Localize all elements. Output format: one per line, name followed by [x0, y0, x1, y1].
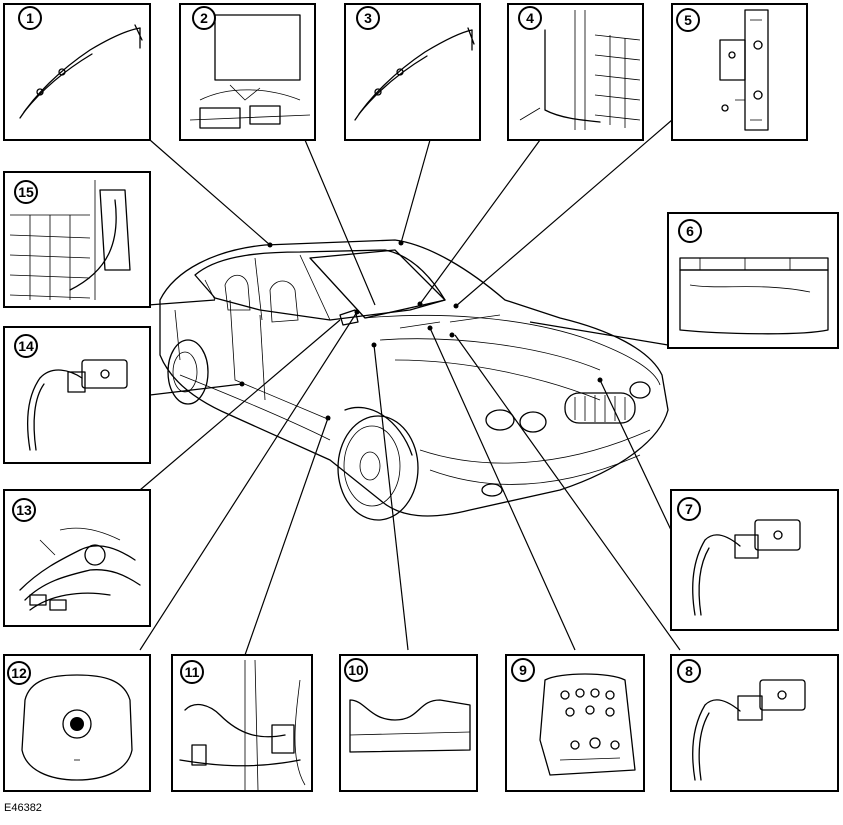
- panel-13: 13: [3, 489, 151, 627]
- panel-9: 9: [505, 654, 645, 792]
- panel-8: 8: [670, 654, 839, 792]
- leader-lines: [139, 119, 681, 656]
- panel-10: 10: [339, 654, 478, 792]
- callout-label-13: 13: [16, 502, 32, 518]
- callout-label-11: 11: [185, 664, 200, 680]
- leader-14: [149, 383, 243, 396]
- leader-3: [400, 139, 431, 244]
- leader-6: [529, 321, 669, 346]
- callout-label-9: 9: [519, 662, 527, 678]
- leader-8: [454, 334, 681, 651]
- callout-label-15: 15: [18, 184, 34, 200]
- panel-7: 7: [670, 489, 839, 631]
- panel-5: 5: [671, 3, 808, 141]
- car-illustration: [159, 239, 669, 521]
- leader-10: [373, 344, 409, 651]
- panel-1: 1: [3, 3, 151, 141]
- callout-label-1: 1: [26, 10, 34, 26]
- leader-9: [429, 327, 576, 651]
- panel-12: 12: [3, 654, 151, 792]
- callout-label-12: 12: [11, 665, 27, 681]
- panel-11: 11: [171, 654, 313, 792]
- panel-14: 14: [3, 326, 151, 464]
- panel-3: 3: [344, 3, 481, 141]
- panel-4: 4: [507, 3, 644, 141]
- callout-label-10: 10: [348, 662, 364, 678]
- callout-label-14: 14: [18, 338, 34, 354]
- figure-reference-code: E46382: [4, 802, 42, 814]
- panel-15: 15: [3, 171, 151, 308]
- callout-label-7: 7: [685, 501, 693, 517]
- leader-13: [139, 319, 341, 491]
- callout-label-8: 8: [685, 663, 693, 679]
- callout-label-2: 2: [200, 10, 208, 26]
- leader-5: [455, 119, 673, 307]
- leader-12: [139, 311, 358, 651]
- panel-6: 6: [667, 212, 839, 349]
- callout-label-3: 3: [364, 10, 372, 26]
- leader-15: [147, 299, 216, 306]
- panel-2: 2: [179, 3, 316, 141]
- leader-11: [244, 417, 329, 656]
- callout-label-6: 6: [686, 223, 694, 239]
- callout-label-5: 5: [684, 12, 692, 28]
- callout-label-4: 4: [526, 10, 534, 26]
- leader-4: [419, 139, 541, 305]
- leader-2: [304, 139, 376, 306]
- leader-7: [599, 379, 672, 531]
- leader-1: [149, 139, 271, 246]
